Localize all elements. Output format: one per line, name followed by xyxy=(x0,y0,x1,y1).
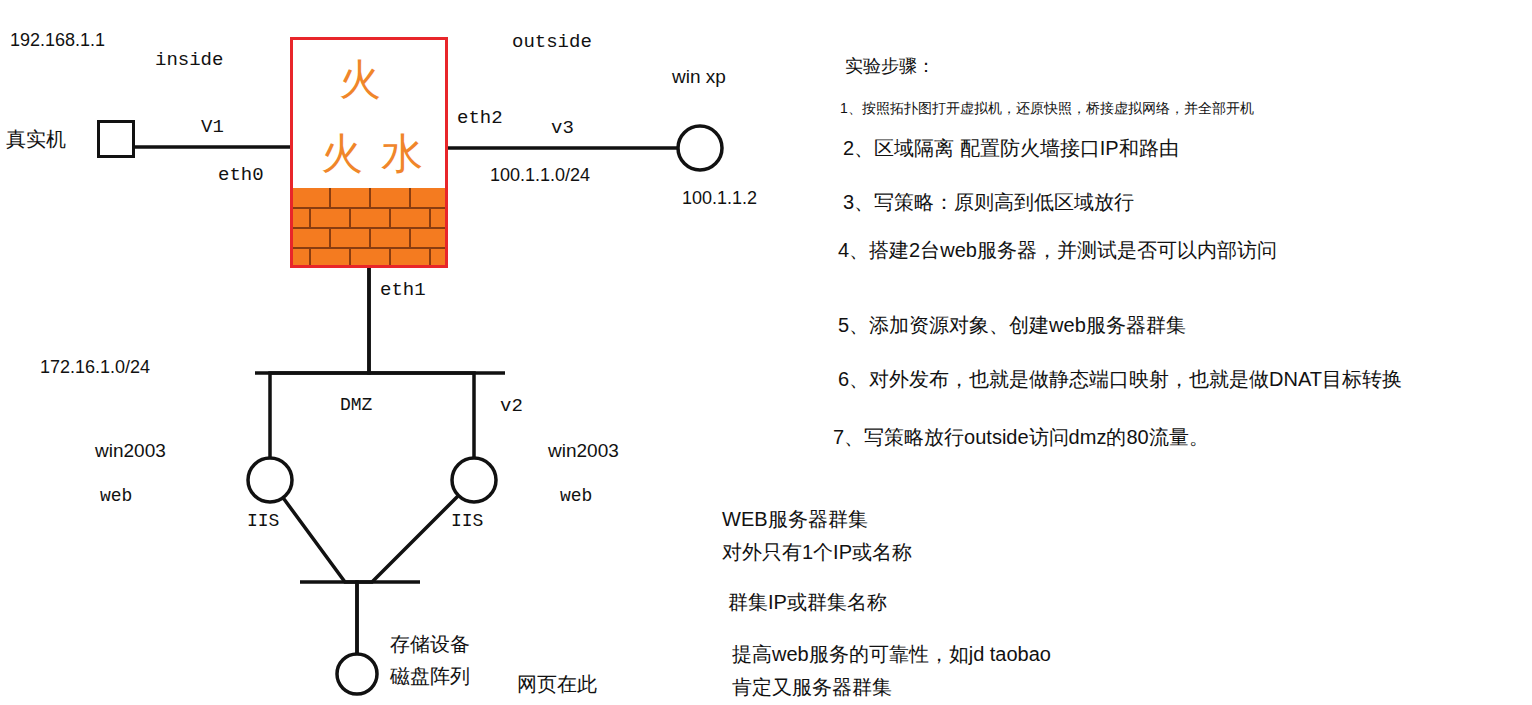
firewall-bricks xyxy=(291,188,447,267)
network-link xyxy=(357,496,458,653)
host-label: 真实机 xyxy=(6,127,66,151)
client-circle: win xp100.1.1.2 xyxy=(676,124,724,172)
ip-address: 100.1.1.2 xyxy=(682,188,757,210)
server-circle: win2003webIIS xyxy=(450,456,498,504)
step-text: 5、添加资源对象、创建web服务器群集 xyxy=(838,313,1186,337)
note-label: 网页在此 xyxy=(517,672,597,696)
host-name: win2003 xyxy=(548,440,619,463)
network-link xyxy=(284,499,357,653)
firewall-glyph: 水 xyxy=(381,129,423,179)
note-text: 提高web服务的可靠性，如jd taobao 肯定又服务器群集 xyxy=(732,638,1104,704)
circle-outline xyxy=(335,652,379,696)
subnet-label: 100.1.1.0/24 xyxy=(490,165,590,187)
step-text: 1、按照拓扑图打开虚拟机，还原快照，桥接虚拟网络，并全部开机 xyxy=(840,100,1254,117)
step-text: 3、写策略：原则高到低区域放行 xyxy=(843,190,1134,214)
network-link xyxy=(135,145,290,149)
link-label: v3 xyxy=(549,117,576,140)
service-label: IIS xyxy=(451,511,483,533)
network-link xyxy=(448,146,677,150)
note-text: WEB服务器群集 对外只有1个IP或名称 xyxy=(722,503,1042,569)
storage-circle: 存储设备 磁盘阵列 xyxy=(335,652,379,696)
circle-outline xyxy=(450,456,498,504)
storage-label: 存储设备 磁盘阵列 xyxy=(390,628,482,692)
host-name: win2003 xyxy=(95,440,166,463)
interface-label: eth0 xyxy=(218,164,264,187)
server-circle: win2003webIIS xyxy=(246,456,294,504)
firewall-box: 火火水 xyxy=(290,37,448,268)
step-text: 2、区域隔离 配置防火墙接口IP和路由 xyxy=(843,136,1179,160)
zone-label: DMZ xyxy=(340,395,372,417)
step-text: 7、写策略放行outside访问dmz的80流量。 xyxy=(833,425,1209,449)
zone-label: inside xyxy=(155,49,223,72)
link-label: V1 xyxy=(199,116,226,139)
zone-label: outside xyxy=(512,31,592,54)
host-box: 真实机 xyxy=(97,120,135,158)
circle-outline xyxy=(246,456,294,504)
host-name: win xp xyxy=(672,66,726,89)
step-text: 4、搭建2台web服务器，并测试是否可以内部访问 xyxy=(838,238,1277,262)
step-text: 6、对外发布，也就是做静态端口映射，也就是做DNAT目标转换 xyxy=(838,367,1402,391)
subnet-label: 172.16.1.0/24 xyxy=(40,357,150,379)
ip-address: 192.168.1.1 xyxy=(10,30,105,52)
firewall-glyph: 火 xyxy=(321,129,363,179)
network-link xyxy=(369,268,474,457)
role-label: web xyxy=(100,486,132,508)
interface-label: eth2 xyxy=(457,107,503,130)
network-link xyxy=(270,268,369,457)
interface-label: eth1 xyxy=(380,279,426,302)
steps-heading: 实验步骤： xyxy=(845,56,935,78)
circle-outline xyxy=(676,124,724,172)
note-text: 群集IP或群集名称 xyxy=(728,590,887,614)
service-label: IIS xyxy=(247,511,279,533)
firewall-glyph: 火 xyxy=(339,55,381,105)
vnet-label: v2 xyxy=(500,395,523,418)
role-label: web xyxy=(560,486,592,508)
